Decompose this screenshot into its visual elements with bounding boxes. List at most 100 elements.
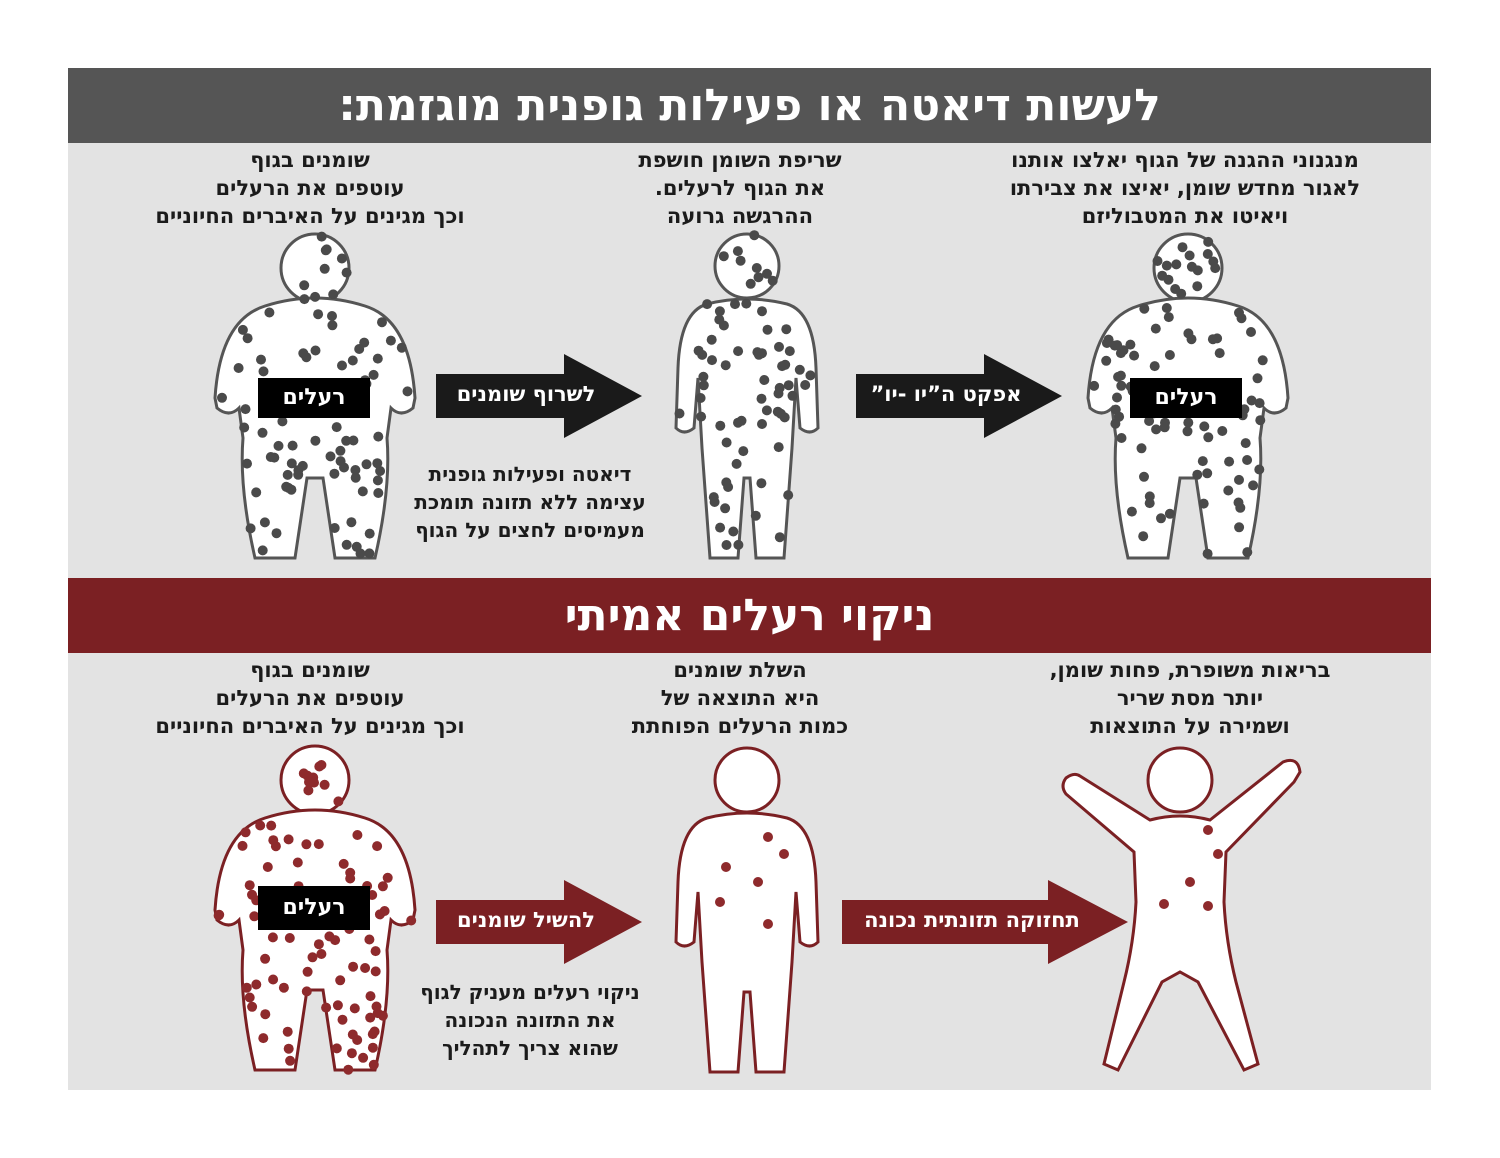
toxin-dot — [347, 355, 358, 366]
toxins-tag-bottom-left: רעלים — [258, 886, 370, 930]
toxin-dot — [237, 840, 248, 851]
toxin-dot — [1150, 323, 1161, 334]
toxin-dot — [1138, 531, 1149, 542]
toxin-dot — [720, 360, 731, 371]
toxin-dot — [402, 386, 413, 397]
toxin-dot — [1164, 350, 1175, 360]
toxin-dot — [774, 341, 784, 352]
arrow-nutritional-maintenance-label: תחזוקה תזונתית נכונה — [864, 908, 1080, 932]
toxin-dot — [1129, 350, 1140, 361]
toxin-dot — [368, 1059, 379, 1070]
toxin-dot — [299, 294, 310, 305]
toxin-dot — [774, 382, 785, 393]
toxins-tag-top-left: רעלים — [258, 378, 370, 418]
toxin-dot — [1161, 260, 1172, 271]
toxin-dot — [374, 909, 385, 920]
toxin-dot — [1223, 485, 1234, 496]
toxin-dot — [247, 889, 257, 900]
toxin-dot — [373, 431, 384, 442]
toxin-dot — [301, 352, 312, 363]
toxin-dot — [718, 251, 729, 262]
toxin-dot — [316, 760, 327, 770]
thin-body-figure-bottom-middle — [674, 746, 820, 1074]
toxin-dot — [709, 497, 720, 507]
toxin-dot — [283, 834, 294, 845]
toxin-dot — [257, 427, 268, 438]
toxin-dot — [271, 528, 282, 539]
bottom-caption-middle: השלת שומנים היא התוצאה של כמות הרעלים הפ… — [631, 658, 849, 738]
toxins-tag-top-right: רעלים — [1130, 378, 1242, 418]
toxin-dot — [319, 263, 330, 274]
toxin-dot — [762, 324, 773, 335]
toxin-dot — [757, 419, 767, 429]
bottom-caption-left: שומנים בגוף עוטפים את הרעלים וכך מגינים … — [155, 658, 465, 738]
toxin-dot — [714, 314, 725, 325]
toxin-dot — [696, 411, 707, 422]
toxin-dot — [338, 858, 349, 869]
toxin-dot — [333, 796, 344, 807]
toxin-dot — [268, 835, 279, 846]
toxin-dot — [1255, 415, 1266, 426]
toxin-dot — [242, 333, 253, 344]
toxin-dot — [730, 299, 740, 310]
toxin-dot — [282, 469, 293, 480]
toxin-dot — [759, 375, 770, 385]
toxin-dot — [325, 451, 336, 462]
toxin-dot — [698, 380, 709, 391]
toxin-dot — [299, 280, 310, 291]
toxin-dot — [377, 881, 388, 892]
toxin-dot — [1101, 338, 1112, 348]
toxin-dot — [313, 839, 324, 850]
toxin-dot — [774, 532, 785, 543]
toxin-dot — [1202, 548, 1213, 559]
toxin-dot — [1199, 421, 1210, 432]
toxin-dot — [1212, 333, 1223, 344]
toxin-dot — [273, 440, 284, 451]
toxin-dot — [331, 422, 342, 433]
toxin-dot — [285, 1055, 296, 1066]
toxin-dot — [217, 392, 227, 403]
toxin-dot — [377, 317, 387, 328]
toxin-dot — [329, 523, 340, 533]
toxin-dot — [1234, 307, 1244, 318]
toxin-dot — [260, 953, 271, 964]
toxin-dot — [1151, 424, 1162, 435]
bottom-caption-under-arrow: ניקוי רעלים מעניק לגוף את התזונה הנכונה … — [420, 980, 640, 1060]
toxin-dot — [352, 830, 363, 840]
toxin-dot — [1246, 327, 1256, 337]
toxin-dot — [721, 437, 732, 448]
toxin-dot — [241, 982, 252, 993]
toxin-dot — [321, 244, 332, 255]
toxin-dot — [251, 979, 262, 990]
toxin-dot — [350, 472, 361, 483]
toxin-dot — [723, 482, 734, 492]
toxin-dot — [1114, 411, 1125, 422]
toxin-dot — [357, 486, 368, 497]
arrow-burn-fat — [436, 354, 642, 438]
toxin-dot — [1164, 508, 1175, 519]
toxin-dot — [779, 412, 790, 423]
toxin-dot — [741, 298, 752, 309]
toxin-dot — [1116, 380, 1127, 391]
toxin-dot — [286, 484, 297, 495]
toxin-dot — [1198, 498, 1209, 509]
toxin-dot — [346, 517, 357, 528]
toxin-dot — [245, 523, 256, 534]
toxin-dot — [258, 1033, 269, 1044]
toxin-dot — [756, 393, 767, 404]
toxin-dot — [1252, 373, 1263, 384]
toxin-dot — [1217, 426, 1228, 436]
toxin-dot — [783, 380, 794, 391]
toxin-dot — [372, 475, 383, 486]
toxin-dot — [345, 873, 356, 884]
toxin-dot — [292, 857, 303, 868]
toxin-dot — [302, 966, 313, 977]
toxin-dot — [335, 975, 346, 986]
toxin-dot — [257, 545, 268, 556]
toxin-dot — [1115, 348, 1126, 359]
top-caption-under-arrow: דיאטה ופעילות גופנית עצימה ללא תזונה תומ… — [414, 462, 646, 542]
toxin-dot — [327, 311, 337, 321]
toxin-dot — [360, 963, 371, 973]
toxin-dot — [310, 345, 321, 356]
toxin-dot — [259, 517, 270, 528]
